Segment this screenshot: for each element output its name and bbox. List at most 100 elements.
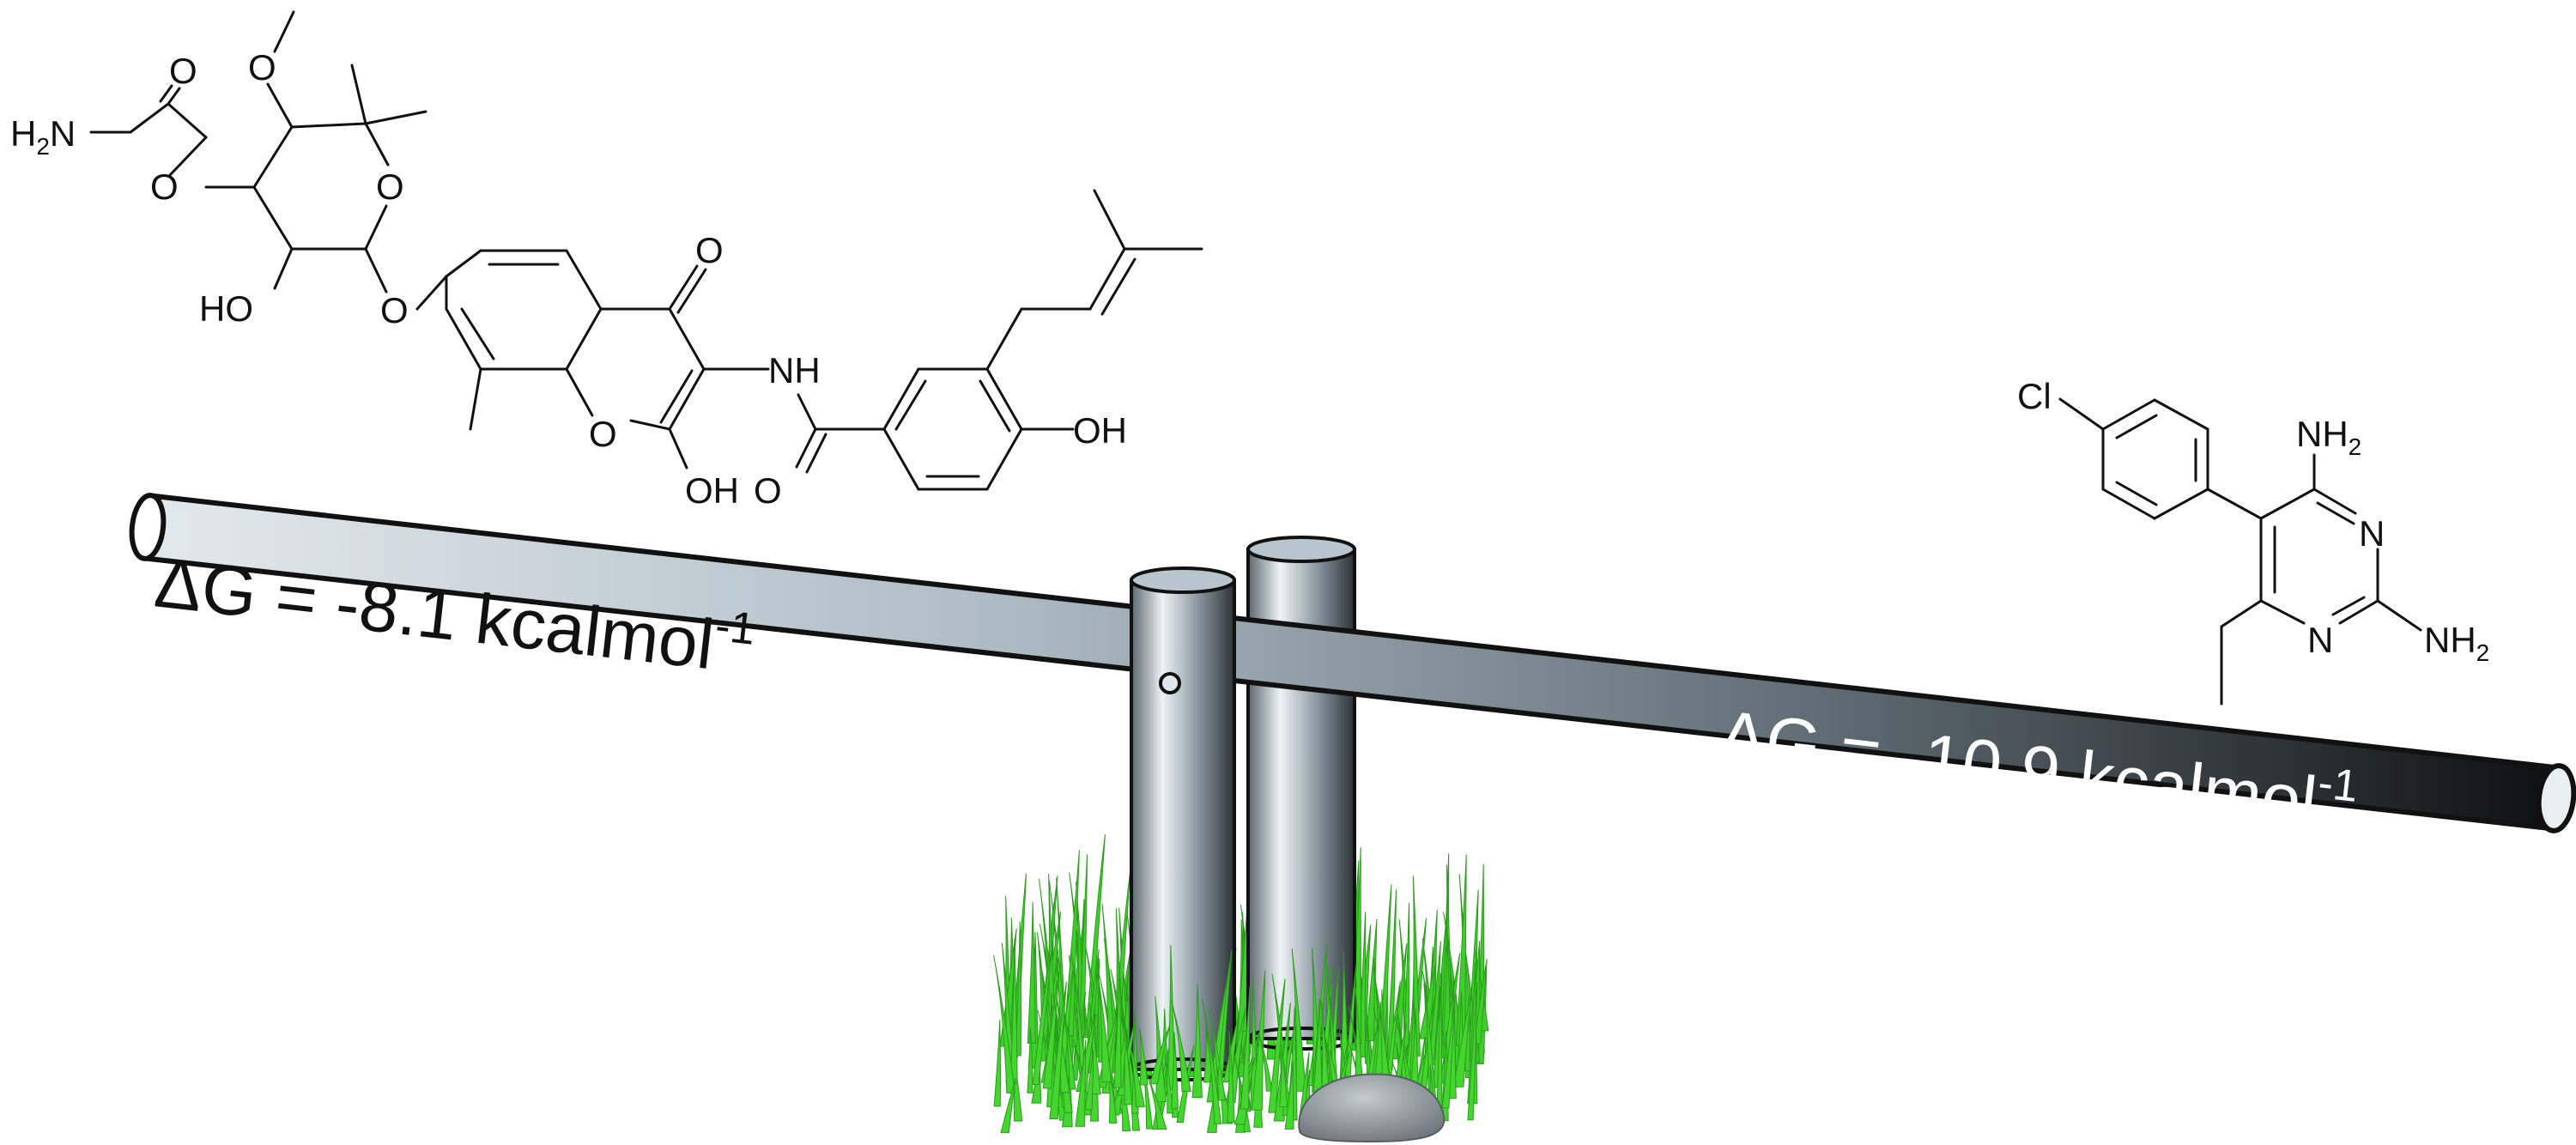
- grass-blade: [1279, 1044, 1288, 1108]
- grass-blade: [1171, 1001, 1191, 1093]
- grass-blade: [1208, 1009, 1226, 1101]
- grass-blade: [1039, 955, 1060, 1083]
- atom-label-nh2: NH2: [2424, 620, 2489, 666]
- grass-blade: [1064, 850, 1080, 1037]
- atom-label: O: [695, 230, 724, 270]
- grass-blade: [1191, 984, 1203, 1099]
- atom-label-cl: Cl: [2017, 376, 2052, 416]
- bond: [167, 87, 181, 106]
- bond: [460, 307, 495, 360]
- bond: [273, 247, 294, 290]
- grass-blade: [1000, 1078, 1016, 1134]
- grass-blade: [1042, 971, 1060, 1089]
- bond: [668, 427, 688, 470]
- grass-blade: [1251, 970, 1266, 1111]
- grass-blade: [1473, 959, 1488, 1045]
- grass-blade: [1113, 963, 1122, 1088]
- bond: [167, 102, 208, 139]
- grass-blade: [1032, 949, 1052, 1086]
- bond: [882, 427, 920, 491]
- bond: [2115, 414, 2158, 439]
- bond: [985, 367, 1023, 431]
- bond: [882, 367, 920, 431]
- bond: [629, 419, 671, 431]
- right-molecule: Cl NH2 N N NH2: [2017, 376, 2489, 706]
- grass-blade: [1015, 921, 1021, 1057]
- bond: [2101, 488, 2156, 520]
- grass-blade: [1084, 1050, 1094, 1111]
- grass-blade: [1467, 982, 1478, 1121]
- grass-blade: [1258, 1033, 1273, 1092]
- atom-label: O: [376, 167, 404, 207]
- bond: [565, 307, 603, 371]
- bond: [797, 393, 817, 431]
- bond: [364, 247, 388, 294]
- grass-blade: [1222, 1014, 1240, 1083]
- bond: [2206, 488, 2263, 520]
- grass-blade: [1442, 912, 1462, 1035]
- atom-label: O: [589, 414, 617, 454]
- bond: [266, 82, 294, 129]
- bond: [1100, 257, 1136, 316]
- grass-blade: [1409, 1008, 1419, 1096]
- grass-blade: [993, 955, 1015, 1094]
- grass-blade: [1009, 939, 1018, 1084]
- bond: [985, 307, 1023, 371]
- bond: [795, 427, 817, 469]
- bond: [2316, 501, 2355, 525]
- bond: [252, 125, 294, 189]
- grass-blade: [1145, 1071, 1167, 1130]
- atom-label-h2n: H2N: [10, 113, 76, 160]
- grass-blade: [1441, 1000, 1456, 1109]
- bond: [2331, 596, 2366, 616]
- atom-label: O: [150, 167, 179, 207]
- grass-blade: [1075, 1039, 1087, 1127]
- bond: [565, 367, 594, 417]
- atom-label: O: [754, 470, 782, 511]
- bond: [668, 264, 699, 311]
- grass-blade: [1452, 989, 1473, 1087]
- grass-blade: [1284, 1060, 1294, 1130]
- bond: [894, 379, 927, 431]
- grass-blade: [1268, 978, 1286, 1113]
- atom-label: O: [248, 47, 276, 88]
- bond: [445, 307, 482, 371]
- grass-blade: [1171, 1032, 1179, 1110]
- bond: [364, 110, 427, 125]
- bond: [2259, 488, 2316, 520]
- left-molecule: H2N O O O O HO O O O NH OH O OH: [10, 10, 1203, 511]
- bond: [2220, 599, 2263, 628]
- grass-blade: [1121, 1005, 1133, 1106]
- grass-blade: [1227, 1031, 1235, 1124]
- grass-blade: [1201, 998, 1222, 1124]
- atom-label: OH: [685, 470, 739, 511]
- grass-blade: [1070, 949, 1088, 1085]
- atom-label: HO: [199, 288, 253, 329]
- grass-blade: [1027, 1027, 1033, 1094]
- grass-blade: [1423, 978, 1438, 1110]
- atom-label-nh2: NH2: [2296, 414, 2361, 460]
- bond: [1088, 247, 1126, 311]
- grass-blade: [1096, 970, 1112, 1082]
- bond: [659, 369, 694, 424]
- grass-blade: [1149, 1026, 1170, 1085]
- grass-blade: [1403, 902, 1410, 1069]
- atom-label: OH: [1073, 410, 1127, 451]
- bond: [159, 84, 173, 103]
- bond: [2101, 398, 2156, 431]
- front-post: [1130, 566, 1236, 1081]
- bond: [979, 379, 1011, 433]
- atom-label-n: N: [2359, 513, 2385, 554]
- rock: [1298, 1073, 1446, 1143]
- bond: [445, 249, 482, 278]
- bond: [676, 268, 707, 314]
- bond: [805, 433, 827, 474]
- grass-blade: [1049, 981, 1067, 1120]
- bond: [2153, 398, 2209, 431]
- bond: [2115, 481, 2158, 506]
- bond: [2058, 397, 2105, 431]
- bond: [985, 427, 1023, 491]
- bond: [168, 136, 208, 177]
- grass-blade: [1312, 998, 1323, 1100]
